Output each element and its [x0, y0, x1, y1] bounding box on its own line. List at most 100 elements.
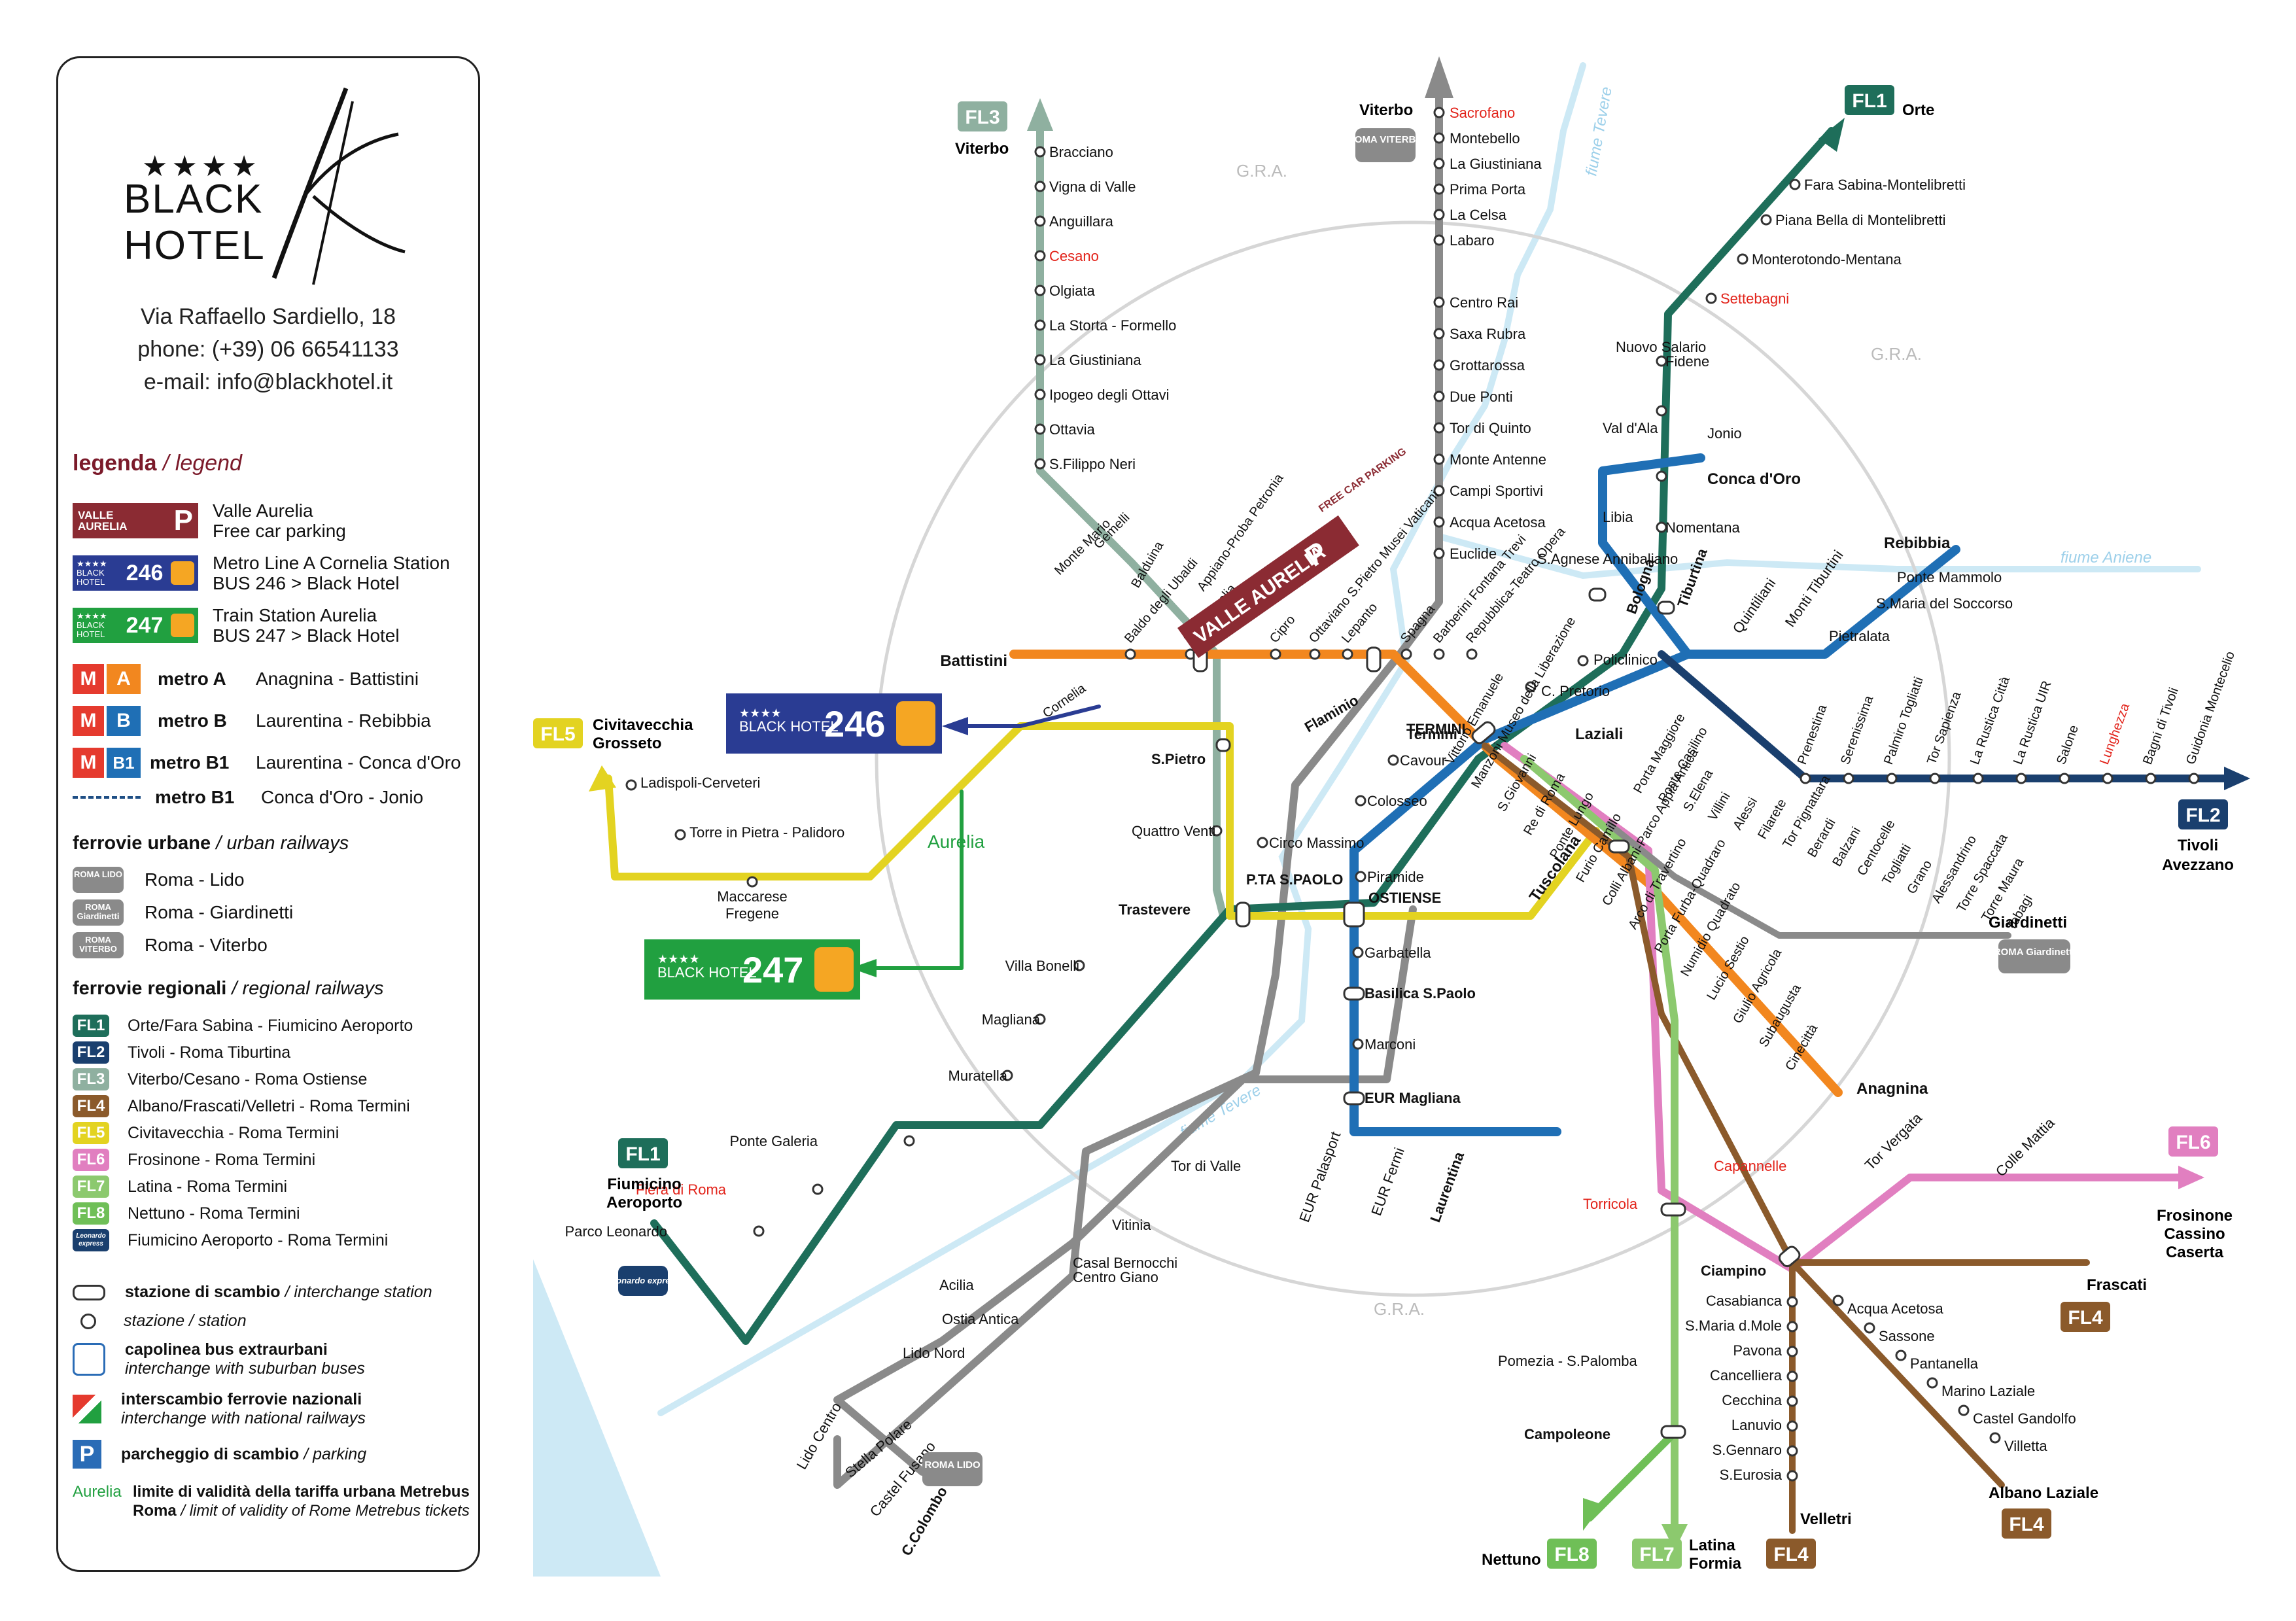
station-label: Torre in Pietra - Palidoro [689, 824, 844, 841]
station-label: La Giustiniana [1450, 156, 1542, 172]
station-label: S.Eurosia [1720, 1467, 1783, 1483]
station-label: Saxa Rubra [1450, 326, 1526, 342]
regional-route: Fiumicino Aeroporto - Roma Termini [128, 1230, 389, 1249]
legend-bus246: ★★★★BLACK HOTEL 246 Metro Line A Corneli… [73, 553, 450, 594]
regional-code: FL7 [73, 1176, 109, 1198]
station-label: Sacrofano [1450, 105, 1515, 121]
station-dot [1786, 1420, 1798, 1432]
station-dot [1789, 179, 1801, 190]
station-label: Villa Bonelli [1005, 958, 1079, 974]
station-label: Capannelle [1714, 1158, 1786, 1174]
station-dot [1786, 1445, 1798, 1457]
interchange-capsules [1192, 587, 1801, 1439]
station-dot [1958, 1404, 1970, 1416]
station-dot [1034, 458, 1046, 470]
svg-text:Nettuno: Nettuno [1482, 1551, 1541, 1569]
svg-text:Latina: Latina [1689, 1537, 1735, 1554]
station-label: Prima Porta [1450, 181, 1526, 198]
station-label: Villetta [2004, 1438, 2047, 1454]
svg-text:Leonardo express: Leonardo express [606, 1276, 680, 1285]
regional-route: Viterbo/Cesano - Roma Ostiense [128, 1070, 368, 1089]
svg-text:ROMA VITERBO: ROMA VITERBO [1348, 134, 1423, 145]
legend-symbol: stazione / station [73, 1312, 247, 1331]
logo-hotel: HOTEL [124, 223, 266, 268]
svg-text:Frosinone: Frosinone [2157, 1207, 2233, 1225]
regional-code: Leonardo express [73, 1229, 109, 1251]
station-label: Filarete [1755, 797, 1789, 842]
legend-panel: ★★★★ BLACK HOTEL Via Raffaello Sardiello… [56, 56, 480, 1572]
legend-title: legenda / legend [73, 451, 242, 476]
station-label: Cavour [1400, 752, 1446, 769]
svg-text:★★★★: ★★★★ [739, 706, 782, 720]
line-fl8 [1586, 1429, 1679, 1522]
line-giardinetti [1606, 821, 2011, 939]
legend-metro-b: M B metro B Laurentina - Rebibbia [73, 706, 431, 736]
station-dot [1400, 648, 1412, 660]
station-dot [1832, 1295, 1844, 1306]
station-label: Grottarossa [1450, 357, 1525, 374]
station-dot [1433, 107, 1445, 118]
svg-text:FL1: FL1 [625, 1143, 660, 1165]
station-dot [1656, 521, 1667, 533]
svg-text:ROMA LIDO: ROMA LIDO [924, 1459, 981, 1471]
station-dot [1786, 1370, 1798, 1382]
station-label: Piramide [1367, 869, 1424, 885]
station-dot [2188, 773, 2200, 784]
line-metro-b [1349, 453, 1960, 1136]
station-dot [1034, 1013, 1046, 1025]
station-dot [1124, 648, 1136, 660]
station-label: Fidene [1665, 353, 1709, 370]
regional-route: Tivoli - Roma Tiburtina [128, 1043, 291, 1062]
line-fl7 [1520, 755, 1679, 1535]
regional-route: Orte/Fara Sabina - Fiumicino Aeroporto [128, 1016, 413, 1035]
bus-icon [170, 561, 194, 585]
station-label: Lanuvio [1731, 1417, 1782, 1433]
station-label: Montebello [1450, 130, 1520, 147]
station-dot [1309, 648, 1321, 660]
regional-code: FL8 [73, 1202, 109, 1225]
regional-route: Albano/Frascati/Velletri - Roma Termini [128, 1096, 410, 1115]
river-tevere-label-north: fiume Tevere [1582, 86, 1616, 177]
regional-route: Latina - Roma Termini [128, 1177, 288, 1196]
station-label: Parco Leonardo [565, 1223, 667, 1240]
station-dot [1433, 422, 1445, 434]
svg-text:Viterbo: Viterbo [955, 140, 1009, 158]
station-label: Magliana [982, 1011, 1041, 1028]
station-dot [1433, 328, 1445, 340]
station-label: Piana Bella di Montelibretti [1775, 212, 1945, 228]
station-label: Ciampino [1701, 1263, 1766, 1279]
station-label: Tiburtina [1674, 546, 1711, 609]
station-dot [1433, 391, 1445, 402]
station-label: Monterotondo-Mentana [1752, 251, 1902, 268]
svg-text:Giardinetti: Giardinetti [1989, 914, 2067, 932]
station-dot [1433, 132, 1445, 144]
svg-text:246: 246 [824, 703, 885, 744]
station-label: Balzani [1830, 825, 1864, 869]
station-label: Due Ponti [1450, 389, 1513, 405]
regional-route: Frosinone - Roma Termini [128, 1150, 316, 1169]
gra-label-n: G.R.A. [1236, 161, 1287, 181]
station-label: Centro Giano [1073, 1269, 1158, 1285]
station-label: Quattro Venti [1132, 823, 1215, 839]
limit-text: limite di validità della tariffa urbana … [133, 1483, 470, 1520]
station-dot [1760, 214, 1772, 226]
station-dot [1001, 1070, 1013, 1081]
symbol-label: interscambio ferrovie nazionali intercha… [121, 1390, 366, 1427]
station-label: Cesano [1049, 248, 1099, 264]
arrowheads [589, 56, 2250, 1550]
station-label: TERMINI [1406, 721, 1465, 737]
station-label: Ostia Antica [942, 1311, 1019, 1327]
station-label: C. Pretorio [1541, 683, 1610, 699]
rivers [657, 62, 2201, 1416]
station-label: EUR Palasport [1296, 1129, 1344, 1224]
line-roma-viterbo [833, 75, 1443, 1489]
station-label: Monte Antenne [1450, 451, 1546, 468]
bus-icon [170, 614, 194, 638]
station-dot [1656, 470, 1667, 482]
regional-code: FL5 [73, 1122, 109, 1144]
station-dot [1864, 1322, 1875, 1334]
svg-text:FREE CAR PARKING: FREE CAR PARKING [1317, 446, 1408, 515]
